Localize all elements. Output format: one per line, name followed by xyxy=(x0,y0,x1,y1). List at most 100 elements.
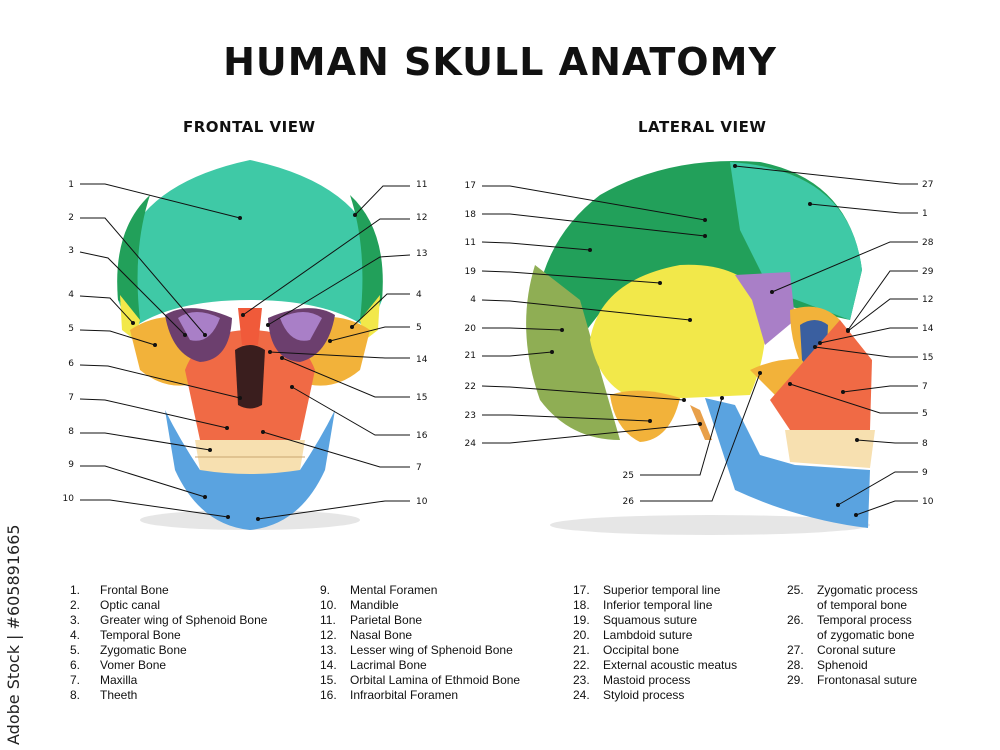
callout-number: 18 xyxy=(465,210,477,220)
legend-item: 20.Lambdoid suture xyxy=(573,628,737,643)
callout-number: 10 xyxy=(63,494,75,504)
callout-number: 17 xyxy=(465,181,476,191)
legend-item: 21.Occipital bone xyxy=(573,643,737,658)
callout-number: 15 xyxy=(922,353,933,363)
legend-label: Squamous suture xyxy=(603,613,698,627)
legend-number: 15. xyxy=(320,673,337,687)
leader-line xyxy=(257,500,410,520)
callout-number: 4 xyxy=(68,290,74,300)
legend-number: 8. xyxy=(70,688,81,702)
legend-item: 13.Lesser wing of Sphenoid Bone xyxy=(320,643,520,658)
callout-number: 16 xyxy=(416,431,428,441)
callout-number: 25 xyxy=(623,471,634,481)
leader-line xyxy=(814,346,918,358)
legend-item: 16.Infraorbital Foramen xyxy=(320,688,520,703)
lateral-frontal xyxy=(730,162,862,320)
legend-label: Superior temporal line xyxy=(603,583,721,597)
legend-number: 4. xyxy=(70,628,81,642)
leader-line xyxy=(847,298,918,332)
lateral-view-title: LATERAL VIEW xyxy=(638,118,767,136)
leader-dot xyxy=(841,390,845,394)
callout-number: 7 xyxy=(416,463,422,473)
legend-number: 17. xyxy=(573,583,590,597)
leader-line xyxy=(809,203,918,214)
leader-dot xyxy=(328,339,332,343)
legend-item: 27.Coronal suture xyxy=(787,643,957,658)
legend-item: 8.Theeth xyxy=(70,688,267,703)
frontal-view-title: FRONTAL VIEW xyxy=(183,118,316,136)
leader-dot xyxy=(290,385,294,389)
frontal-nasal-cavity xyxy=(235,345,265,409)
leader-dot xyxy=(703,218,707,222)
leader-line xyxy=(481,385,685,401)
legend-item: 1.Frontal Bone xyxy=(70,583,267,598)
callout-number: 1 xyxy=(922,209,928,219)
legend-number: 29. xyxy=(787,673,804,687)
legend-number: 23. xyxy=(573,673,590,687)
legend-item: 2. Optic canal xyxy=(70,598,267,613)
legend-label: Coronal suture xyxy=(817,643,896,657)
leader-line xyxy=(771,241,918,293)
legend-item: 15.Orbital Lamina of Ethmoid Bone xyxy=(320,673,520,688)
legend-label: Sphenoid xyxy=(817,658,868,672)
legend-number: 10. xyxy=(320,598,337,612)
callout-number: 7 xyxy=(68,393,74,403)
legend-number: 22. xyxy=(573,658,590,672)
legend-number: 26. xyxy=(787,613,804,627)
legend-label: Mandible xyxy=(350,598,399,612)
callout-number: 22 xyxy=(465,382,476,392)
legend-item: 11.Parietal Bone xyxy=(320,613,520,628)
legend-item: 26.Temporal process xyxy=(787,613,957,628)
callout-number: 1 xyxy=(68,180,74,190)
leader-dot xyxy=(225,426,229,430)
callout-number: 19 xyxy=(465,267,477,277)
leader-dot xyxy=(813,345,817,349)
legend-item: 7.Maxilla xyxy=(70,673,267,688)
leader-dot xyxy=(733,164,737,168)
leader-line xyxy=(734,165,918,185)
legend-label: of temporal bone xyxy=(817,598,908,612)
legend-item: 24. Styloid process xyxy=(573,688,737,703)
leader-line xyxy=(242,218,410,316)
callout-number: 11 xyxy=(416,180,427,190)
callout-number: 10 xyxy=(416,497,428,507)
legend-number xyxy=(787,598,817,613)
callout-number: 8 xyxy=(68,427,74,437)
legend-label: Lacrimal Bone xyxy=(350,658,427,672)
leader-dot xyxy=(238,396,242,400)
legend-item: of zygomatic bone xyxy=(787,628,957,643)
callout-number: 14 xyxy=(922,324,934,334)
legend-number: 24. xyxy=(573,688,590,702)
legend-item: 19.Squamous suture xyxy=(573,613,737,628)
legend-item: 6.Vomer Bone xyxy=(70,658,267,673)
callout-number: 5 xyxy=(416,323,422,333)
leader-dot xyxy=(855,438,859,442)
leader-dot xyxy=(183,333,187,337)
legend-label: Styloid process xyxy=(603,688,685,702)
legend-item: 18.Inferior temporal line xyxy=(573,598,737,613)
leader-dot xyxy=(280,356,284,360)
leader-line xyxy=(80,183,241,219)
callout-number: 23 xyxy=(465,411,476,421)
legend-number: 7. xyxy=(70,673,81,687)
lateral-occipital xyxy=(526,265,620,440)
legend-number: 13. xyxy=(320,643,337,657)
legend-label: Vomer Bone xyxy=(100,658,167,672)
lateral-mandible xyxy=(705,398,870,528)
leader-dot xyxy=(353,213,357,217)
leader-line xyxy=(842,385,918,393)
legend-item: 23.Mastoid process xyxy=(573,673,737,688)
leader-line xyxy=(351,293,410,328)
legend-label: Optic canal xyxy=(100,598,161,612)
leader-line xyxy=(856,439,918,444)
legend-number: 2. xyxy=(70,598,81,612)
legend-item: 10. Mandible xyxy=(320,598,520,613)
leader-line xyxy=(482,213,706,237)
legend-number: 12. xyxy=(320,628,337,642)
leader-dot xyxy=(770,290,774,294)
legend-number: 20. xyxy=(573,628,590,642)
leader-line xyxy=(291,386,410,436)
leader-dot xyxy=(350,325,354,329)
legend-item: 12.Nasal Bone xyxy=(320,628,520,643)
